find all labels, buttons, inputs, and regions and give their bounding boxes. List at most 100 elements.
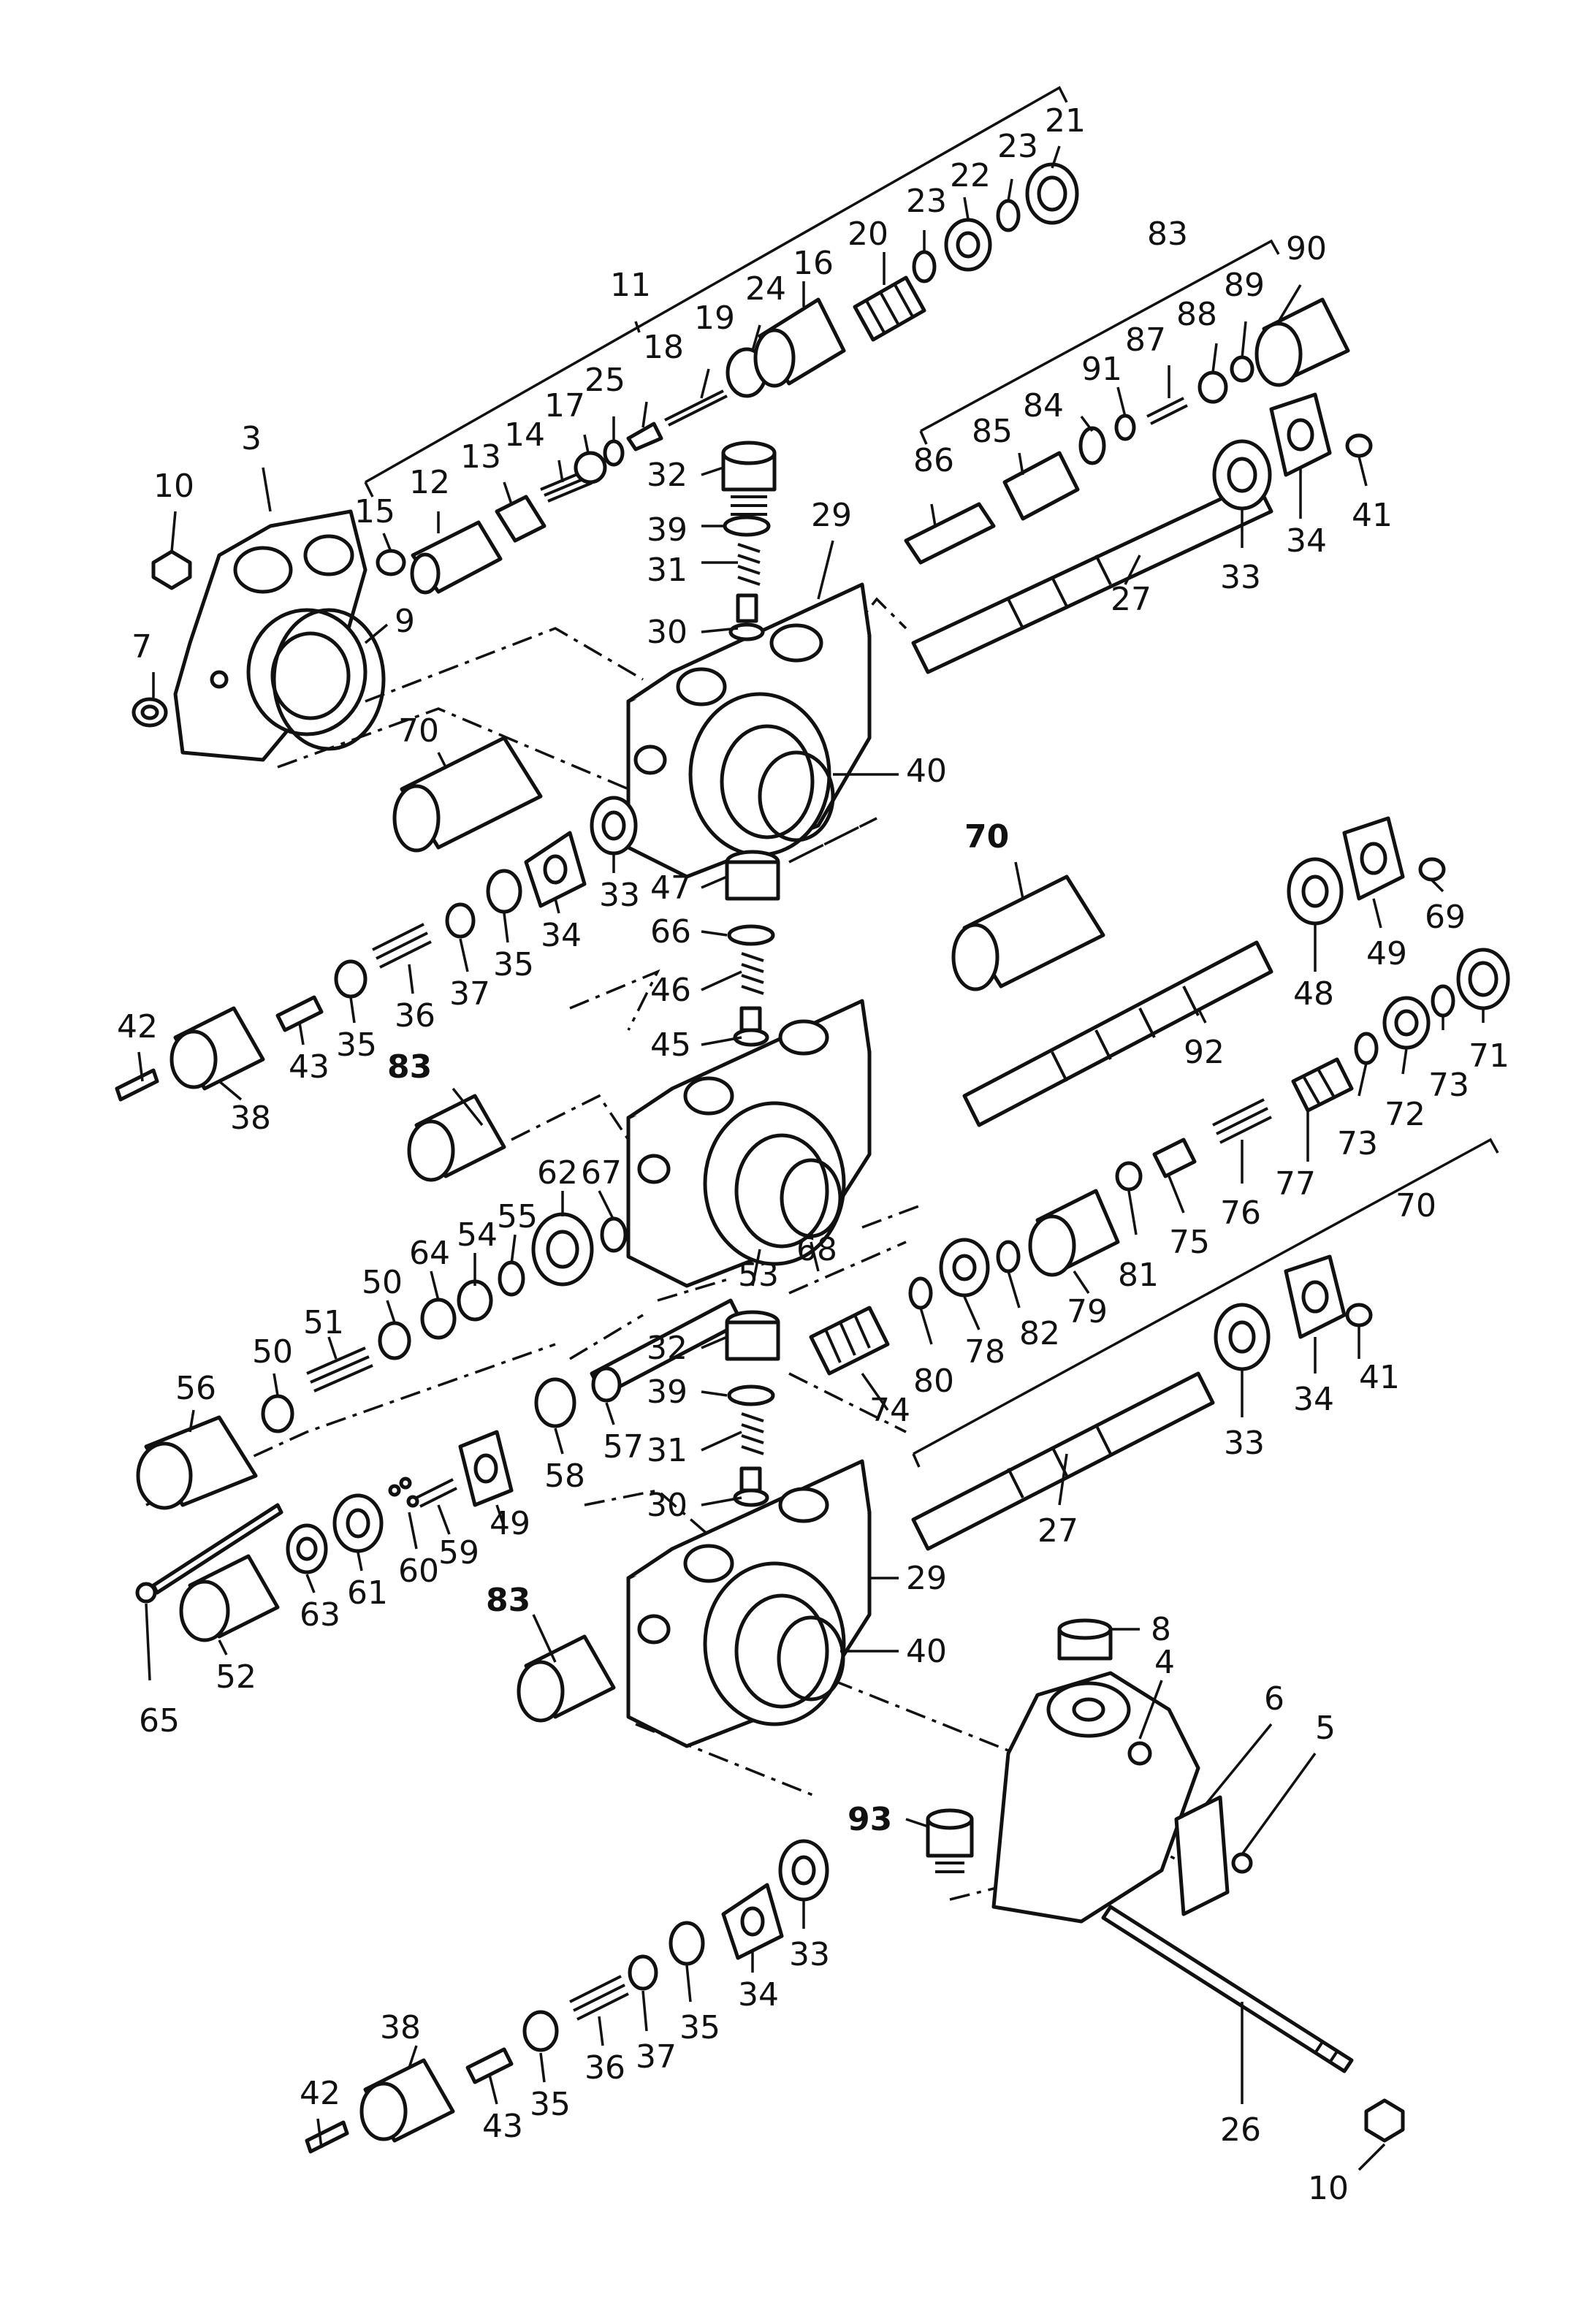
piece-58: [534, 1377, 576, 1428]
oring-80: [908, 1276, 933, 1310]
sleeve-62: [531, 1212, 594, 1287]
bolt-41-top: [1345, 433, 1373, 458]
callout-22: 22: [950, 157, 991, 194]
callout-32: 32: [647, 1330, 688, 1367]
plate-34-bottom-right: [1284, 1254, 1347, 1339]
callout-70: 70: [1395, 1187, 1436, 1224]
callout-91: 91: [1081, 351, 1122, 388]
callout-42: 42: [300, 2075, 340, 2112]
callout-14: 14: [504, 416, 545, 454]
callout-89: 89: [1224, 267, 1265, 304]
callout-18: 18: [643, 329, 684, 366]
callout-33: 33: [1224, 1425, 1265, 1462]
callout-82: 82: [1019, 1315, 1060, 1352]
cap-38-upper: [170, 1006, 265, 1091]
cap-38-bottom: [359, 2058, 455, 2143]
callout-87: 87: [1125, 321, 1166, 359]
seat-35-bottom-b: [522, 2010, 559, 2052]
adjuster-20: [853, 275, 926, 342]
nut-10-bottom: [1364, 2098, 1405, 2143]
poppet-13: [495, 495, 547, 543]
callout-48: 48: [1293, 975, 1334, 1013]
callout-33: 33: [599, 877, 640, 914]
callout-35: 35: [530, 2086, 571, 2123]
seal-61: [332, 1493, 384, 1553]
plate-34-bottom: [721, 1883, 784, 1960]
callout-21: 21: [1045, 102, 1086, 140]
callout-16: 16: [793, 245, 834, 282]
sleeve-79: [1028, 1189, 1120, 1277]
callout-35: 35: [336, 1026, 377, 1064]
oring-23a: [912, 250, 937, 283]
callout-83: 83: [486, 1582, 530, 1619]
relief-valve-70-top: [392, 736, 543, 853]
plate-49-mid-right: [1342, 816, 1405, 901]
callout-labels: 21 23 22 23 20 16 24 11 19 18 25 17 14 1…: [117, 102, 1509, 2207]
plug-32-bottom: [725, 1310, 780, 1361]
spring-51: [306, 1346, 373, 1393]
callout-24: 24: [745, 270, 786, 308]
callout-43: 43: [482, 2108, 523, 2145]
bolt-69: [1418, 857, 1446, 882]
stopper-37-upper: [445, 902, 476, 939]
callout-40: 40: [906, 753, 947, 790]
block-83-bottom: [517, 1634, 616, 1723]
callout-83: 83: [387, 1048, 432, 1086]
callout-49: 49: [490, 1505, 530, 1542]
leader-lines: [137, 145, 1485, 2171]
callout-88: 88: [1176, 296, 1217, 333]
nut-72: [1382, 996, 1431, 1050]
spring-76: [1212, 1098, 1272, 1144]
spool-27-bottom: [911, 1371, 1215, 1551]
oring-39-top: [723, 515, 771, 537]
callout-73: 73: [1428, 1067, 1469, 1104]
tie-rod-26: [1101, 1905, 1354, 2073]
seat-35-upper-a: [486, 869, 522, 914]
callout-9: 9: [395, 603, 415, 640]
spring-36-bottom: [569, 1975, 629, 2021]
callout-29: 29: [811, 497, 852, 534]
ring-54: [457, 1279, 493, 1322]
callout-23: 23: [906, 183, 947, 220]
callout-51: 51: [303, 1304, 344, 1341]
seat-17: [574, 451, 607, 484]
spring-59: [416, 1478, 457, 1508]
callout-46: 46: [650, 972, 691, 1009]
oring-84: [1078, 426, 1106, 465]
callout-54: 54: [457, 1216, 498, 1254]
callout-73: 73: [1337, 1125, 1378, 1162]
oring-55: [498, 1260, 525, 1297]
plunger-86: [904, 502, 996, 565]
callout-50: 50: [252, 1333, 293, 1371]
callout-70: 70: [398, 712, 439, 750]
callout-81: 81: [1118, 1257, 1159, 1294]
pin-5: [1231, 1852, 1253, 1874]
piston-12: [410, 520, 503, 595]
callout-10: 10: [1308, 2170, 1349, 2207]
oring-39-bottom: [727, 1384, 775, 1406]
callout-36: 36: [585, 2049, 625, 2087]
callout-34: 34: [1286, 522, 1327, 560]
callout-37: 37: [636, 2038, 677, 2076]
callout-92: 92: [1184, 1034, 1225, 1071]
callout-79: 79: [1067, 1293, 1108, 1330]
plug-47: [725, 850, 780, 901]
callout-45: 45: [650, 1026, 691, 1064]
callout-6: 6: [1264, 1680, 1284, 1718]
bracket-assembly-11: [364, 85, 1068, 498]
oring-66: [727, 924, 775, 946]
spring-31-bottom: [741, 1412, 764, 1455]
oring-73b: [1354, 1032, 1379, 1065]
callout-43: 43: [289, 1048, 330, 1086]
oring-73a: [1431, 984, 1455, 1018]
spool-27-top: [911, 480, 1273, 674]
oring-82: [996, 1240, 1021, 1273]
callout-38: 38: [380, 2009, 421, 2046]
callout-65: 65: [139, 1702, 180, 1740]
balls-60: [388, 1477, 419, 1508]
spring-36-upper: [372, 923, 432, 969]
sleeve-85: [1002, 451, 1080, 521]
stopper-37-bottom: [628, 1954, 658, 1991]
nut-10-top: [151, 549, 192, 590]
